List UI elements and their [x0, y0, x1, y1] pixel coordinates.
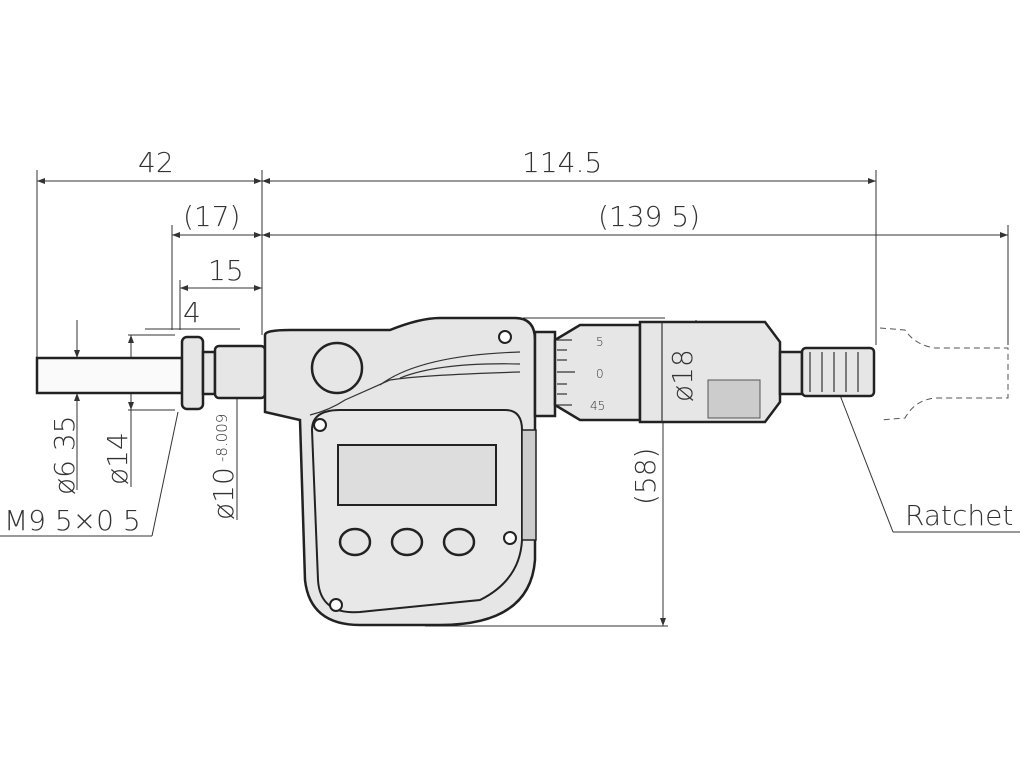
scale-label-0: 0	[596, 367, 604, 381]
dim-dia-18: ø18	[666, 349, 699, 402]
knurl	[707, 379, 761, 419]
thread-spec: M9 5×0 5	[4, 504, 141, 537]
ratchet-label: Ratchet	[905, 499, 1013, 532]
dim-dia-6-35: ø6 35	[48, 416, 81, 495]
ratchet-extended-outline	[879, 327, 1009, 421]
dim-139-5: (139 5)	[598, 200, 700, 233]
dim-58: (58)	[629, 448, 662, 505]
button-2[interactable]	[390, 527, 424, 557]
scale-label-45: 45	[590, 399, 605, 413]
clamp-knob	[310, 341, 364, 395]
dim-15: 15	[208, 254, 244, 287]
buttons	[338, 527, 476, 557]
screws	[313, 330, 517, 612]
scale-label-5: 5	[596, 335, 604, 349]
dim-17: (17)	[183, 200, 240, 233]
stem	[213, 344, 267, 400]
clamp-nut	[180, 335, 205, 411]
button-1[interactable]	[338, 527, 372, 557]
sleeve-collar	[533, 330, 557, 418]
dim-4: 4	[183, 296, 201, 329]
dim-114-5: 114.5	[522, 146, 602, 179]
display-panel	[310, 409, 523, 614]
dim-dia-10: ø10	[207, 467, 240, 520]
dim-dia-10-tolerance: -8.009	[213, 414, 231, 462]
dim-dia-14: ø14	[101, 432, 134, 485]
spindle	[35, 356, 184, 395]
dim-42: 42	[138, 146, 174, 179]
neck	[201, 350, 217, 396]
lcd-screen	[337, 444, 497, 506]
button-3[interactable]	[442, 527, 476, 557]
scale-ticks	[557, 339, 575, 406]
ratchet	[800, 346, 876, 398]
